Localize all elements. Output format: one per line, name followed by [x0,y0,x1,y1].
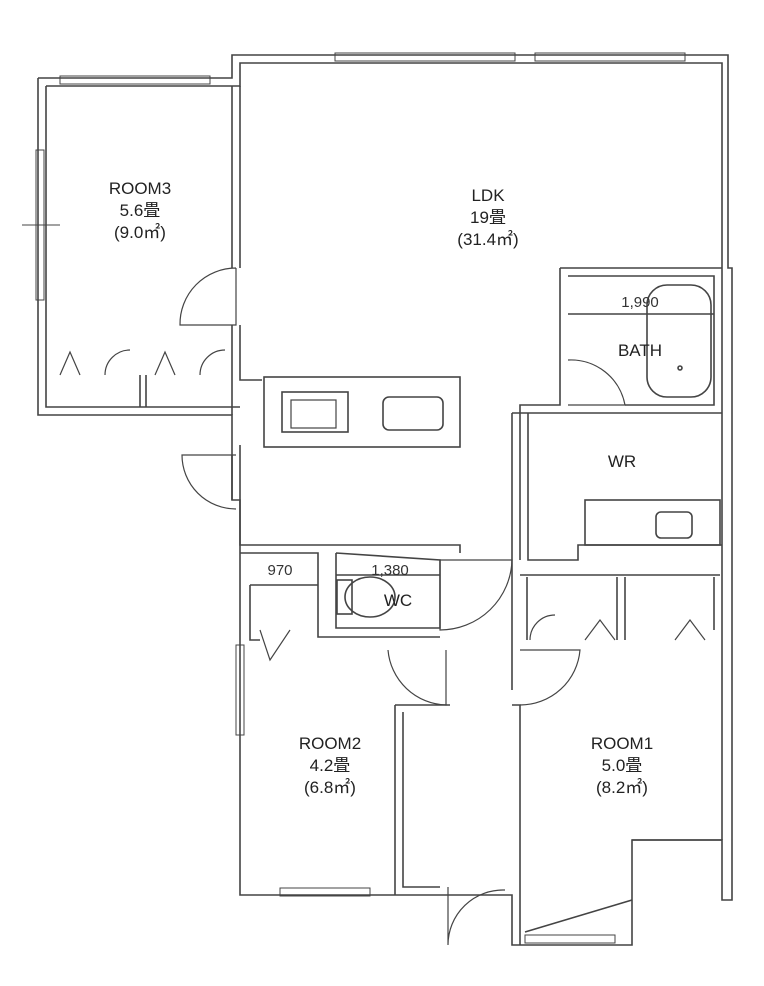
room1-area: (8.2㎡) [596,778,648,797]
wc-label: WC [383,591,413,610]
room3-name: ROOM3 [108,179,172,198]
wc-width-dimension: 1,380 [371,562,409,579]
bath-label: BATH [617,341,663,360]
room1-label: ROOM1 5.0畳 (8.2㎡) [591,733,653,799]
room3-label: ROOM3 5.6畳 (9.0㎡) [109,178,171,244]
room2-name: ROOM2 [298,734,362,753]
room2-area: (6.8㎡) [304,778,356,797]
ldk-label: LDK 19畳 (31.4㎡) [457,185,518,251]
bath-width-dimension: 1,990 [621,294,659,311]
room3-tatami: 5.6畳 [119,201,161,220]
doors [59,267,706,946]
closet-width-dimension: 970 [267,562,293,579]
ldk-tatami: 19畳 [470,208,506,227]
room3-area: (9.0㎡) [114,223,166,242]
wr-label: WR [607,452,637,471]
room2-tatami: 4.2畳 [309,756,351,775]
interior-walls [139,86,722,945]
ldk-name: LDK [471,186,505,205]
room1-tatami: 5.0畳 [601,756,643,775]
room1-name: ROOM1 [590,734,654,753]
windows [22,52,686,944]
room2-label: ROOM2 4.2畳 (6.8㎡) [299,733,361,799]
ldk-area: (31.4㎡) [457,230,519,249]
